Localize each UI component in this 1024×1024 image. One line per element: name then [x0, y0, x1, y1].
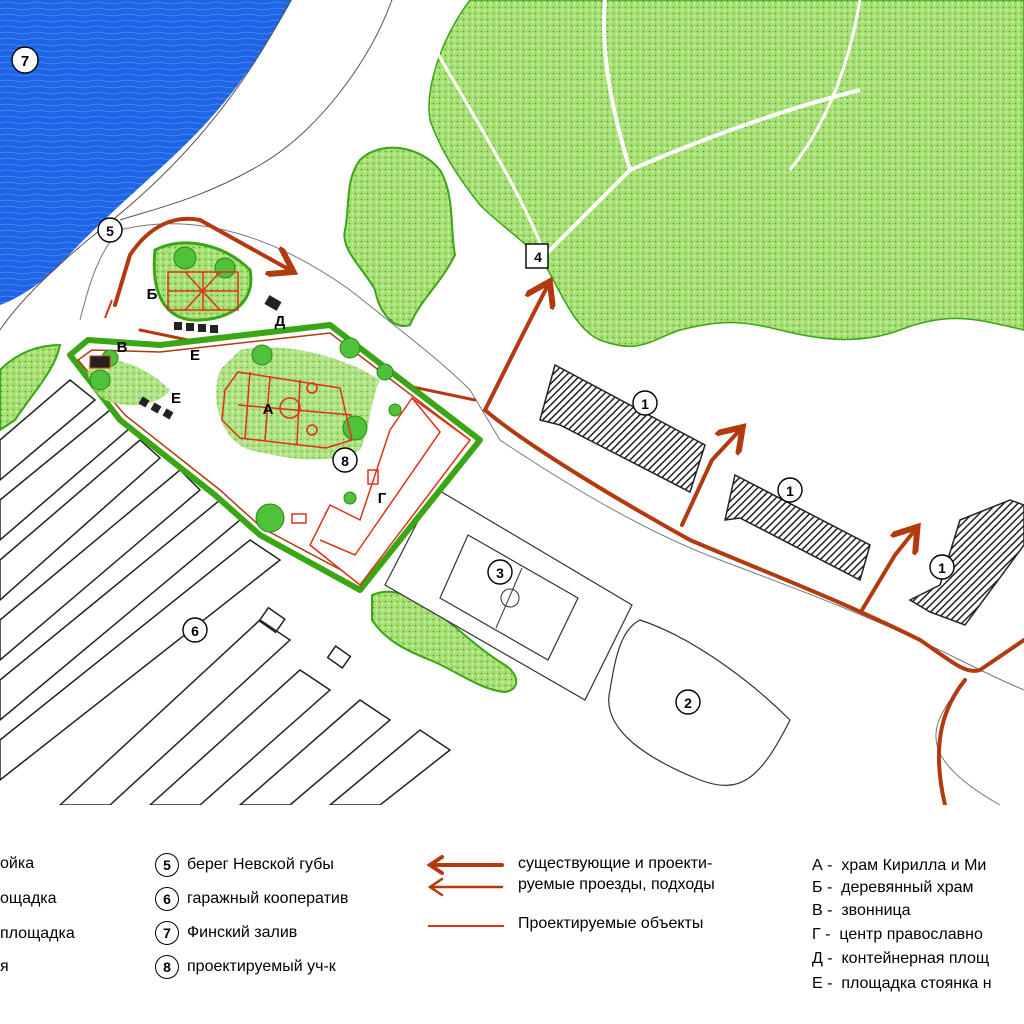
- label-parking-2: 2: [684, 695, 692, 711]
- legend-text: берег Невской губы: [187, 856, 334, 874]
- wooden-church: [167, 271, 239, 311]
- bell-tower: [89, 355, 111, 369]
- residential-building: [724, 473, 871, 582]
- label-residential-1b: 1: [786, 483, 794, 499]
- residential-building: [908, 499, 1024, 626]
- orthodox-center: [309, 396, 472, 587]
- legend-roads-text-2: руемые проезды, подходы: [518, 876, 715, 893]
- legend-key-V: В - звонница: [812, 902, 911, 919]
- legend-text: проектируемый уч-к: [187, 958, 336, 976]
- legend-item-garages: 6 гаражный кооператив: [155, 887, 348, 911]
- legend-key-D: Д - контейнерная площ: [812, 950, 990, 967]
- label-residential-1c: 1: [938, 560, 946, 576]
- legend-number: 7: [155, 921, 179, 945]
- small-structure: [291, 513, 307, 524]
- gulf-of-finland-water: [0, 0, 292, 305]
- label-shore-5: 5: [106, 223, 114, 239]
- parking-spots: [138, 322, 218, 420]
- label-site-8: 8: [341, 453, 349, 469]
- legend-item-shore: 5 берег Невской губы: [155, 853, 334, 877]
- shore-line: [0, 0, 291, 331]
- label-B: Б: [147, 286, 158, 303]
- map-number-labels: [11, 46, 955, 715]
- label-4: 4: [534, 249, 542, 265]
- legend-item-gulf: 7 Финский залив: [155, 921, 297, 945]
- label-D: Д: [275, 313, 286, 330]
- legend-col1-item: я: [0, 958, 9, 975]
- forest-park: [428, 0, 1024, 348]
- site-lawn: [88, 359, 170, 406]
- label-gulf-7: 7: [21, 53, 29, 70]
- road-edge: [119, 223, 1024, 691]
- legend-number: 6: [155, 887, 179, 911]
- park-path: [428, 39, 547, 256]
- legend-key-E: Е - площадка стоянка н: [812, 975, 992, 992]
- legend-projected-text: Проектируемые объекты: [518, 915, 704, 932]
- park-path: [543, 0, 633, 257]
- legend-key-B: Б - деревянный храм: [812, 879, 974, 896]
- sports-ground: [384, 487, 633, 701]
- legend-projected-symbol: [428, 925, 504, 927]
- legend-number: 5: [155, 853, 179, 877]
- legend-key-A: А - храм Кирилла и Ми: [812, 857, 987, 874]
- legend-roads-text-1: существующие и проекти-: [518, 855, 713, 872]
- site-plan-map: 1 1 1 2 3 4 5 6 7 8 А Б В Г Д Е Е: [0, 0, 1024, 805]
- residential-building: [539, 363, 706, 494]
- label-G: Г: [378, 490, 387, 507]
- label-V: В: [117, 339, 128, 356]
- legend-col1-item: площадка: [0, 925, 75, 942]
- small-structure: [367, 469, 379, 485]
- legend-text: гаражный кооператив: [187, 890, 349, 908]
- legend-col1-item: ойка: [0, 855, 35, 872]
- tree-group: [343, 146, 457, 327]
- projected-boundary: [104, 299, 113, 319]
- label-A: А: [263, 401, 274, 418]
- shore-line-outer: [119, 0, 393, 221]
- label-E1: Е: [190, 347, 200, 364]
- legend-number: 8: [155, 955, 179, 979]
- legend-road-symbol: [426, 855, 504, 897]
- park-path: [629, 88, 861, 172]
- tree-group: [0, 343, 62, 432]
- container-site: [264, 295, 282, 311]
- map-legend: ойка ощадка площадка я 5 берег Невской гу…: [0, 805, 1024, 1024]
- label-garages-6: 6: [191, 623, 199, 639]
- legend-item-site: 8 проектируемый уч-к: [155, 955, 336, 979]
- church-kirill: [221, 371, 353, 449]
- legend-key-G: Г - центр православно: [812, 926, 983, 943]
- label-E2: Е: [171, 390, 181, 407]
- label-residential-1a: 1: [641, 396, 649, 412]
- park-path: [788, 0, 862, 171]
- label-sports-3: 3: [496, 565, 504, 581]
- legend-col1-item: ощадка: [0, 890, 57, 907]
- legend-text: Финский залив: [187, 924, 298, 942]
